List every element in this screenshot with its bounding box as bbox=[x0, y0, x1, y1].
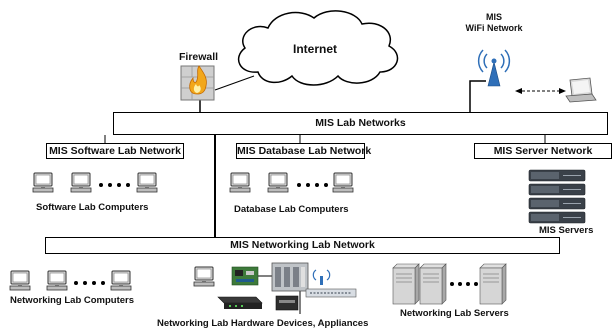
database-lab-network-box: MIS Database Lab Network bbox=[236, 143, 372, 159]
connection-lines bbox=[104, 75, 546, 314]
networking-lab-devices-icons bbox=[193, 262, 357, 311]
server-stack-icon bbox=[528, 169, 586, 224]
networking-lab-computers-label: Networking Lab Computers bbox=[10, 295, 135, 306]
access-point-icon bbox=[312, 269, 331, 285]
mis-servers-label: MIS Servers bbox=[539, 225, 594, 236]
wifi-antenna-icon bbox=[477, 49, 511, 87]
circuit-board-icon bbox=[231, 266, 259, 286]
rack-chassis-icon bbox=[271, 262, 309, 292]
mis-lab-networks-backbone: MIS Lab Networks bbox=[113, 112, 608, 135]
wifi-label-line1: MIS bbox=[485, 12, 502, 22]
software-lab-network-box: MIS Software Lab Network bbox=[46, 143, 184, 159]
networking-lab-devices-label: Networking Lab Hardware Devices, Applian… bbox=[157, 318, 369, 329]
rack-switch-icon bbox=[305, 288, 357, 298]
database-lab-computers-icons bbox=[229, 172, 354, 193]
firewall-label: Firewall bbox=[179, 51, 219, 63]
internet-cloud-icon bbox=[237, 10, 399, 86]
database-lab-computers-label: Database Lab Computers bbox=[234, 204, 349, 215]
internet-label: Internet bbox=[293, 42, 338, 56]
wireless-link bbox=[515, 88, 566, 94]
software-lab-computers-icons bbox=[32, 172, 158, 193]
networking-lab-network-box: MIS Networking Lab Network bbox=[45, 237, 560, 254]
network-switch-icon bbox=[275, 295, 299, 311]
software-lab-computers-label: Software Lab Computers bbox=[36, 202, 149, 213]
networking-lab-servers-label: Networking Lab Servers bbox=[400, 308, 509, 319]
router-icon bbox=[217, 296, 263, 309]
server-network-box: MIS Server Network bbox=[474, 143, 612, 159]
firewall-icon bbox=[180, 65, 215, 101]
laptop-icon bbox=[565, 77, 597, 103]
networking-lab-servers-icons bbox=[392, 263, 507, 305]
wifi-label-line2: WiFi Network bbox=[465, 23, 523, 33]
networking-lab-computers-icons bbox=[9, 270, 132, 291]
